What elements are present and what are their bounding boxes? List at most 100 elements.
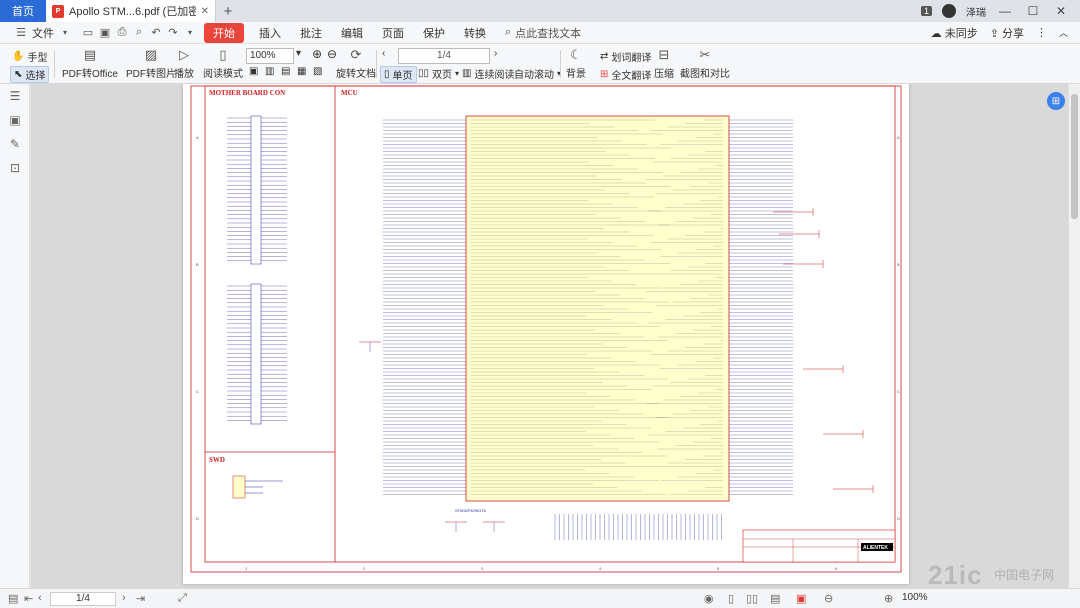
maximize-icon[interactable]: ☐	[1027, 4, 1039, 18]
document-area[interactable]: MOTHER BOARD CON MCU SWD STM32F429IGT6	[31, 84, 1068, 588]
share-button[interactable]: ⇪ 分享	[989, 27, 1024, 40]
tab-home[interactable]: 首页	[0, 0, 46, 22]
translate-selection-button[interactable]: ⇄划词翻译	[600, 51, 652, 64]
print-icon[interactable]: ⎙	[117, 26, 127, 38]
tab-start[interactable]: 开始	[204, 22, 244, 43]
user-name[interactable]: 泽瑞	[966, 7, 986, 19]
fit-icon[interactable]: ⤢	[178, 592, 187, 604]
auto-scroll-button[interactable]: 自动滚动▾	[514, 69, 562, 81]
save-icon[interactable]: ▣	[99, 27, 111, 39]
tab-page[interactable]: 页面	[382, 27, 404, 40]
next-page-icon[interactable]: ›	[494, 48, 498, 59]
image-icon: ▨	[144, 47, 158, 62]
window-count-badge[interactable]: 1	[920, 6, 932, 16]
minimize-icon[interactable]: —	[999, 4, 1011, 18]
column-label: 2	[363, 566, 366, 571]
redo-icon[interactable]: ↷	[168, 27, 178, 39]
zoom-dropdown-icon[interactable]: ▾	[296, 48, 302, 59]
single-view-icon[interactable]: ▯	[728, 593, 735, 605]
new-tab-button[interactable]: +	[223, 2, 233, 20]
page-number-field[interactable]: 1/4	[398, 48, 490, 64]
tab-protect[interactable]: 保护	[423, 27, 445, 40]
status-zoom-level[interactable]: 100%	[902, 592, 928, 603]
background-button[interactable]: ☾ 背景	[566, 47, 586, 80]
tab-document-title: Apollo STM...6.pdf (已加密)	[69, 6, 196, 18]
last-page-icon[interactable]: ⇥	[136, 593, 146, 605]
file-menu-label: 文件	[32, 27, 54, 40]
outline-icon[interactable]: ☰	[9, 89, 21, 103]
preview-icon[interactable]: ⌕	[135, 26, 143, 38]
mcu-chip-body	[465, 115, 730, 502]
more-icon[interactable]: ▾	[187, 28, 192, 37]
column-label: 3	[481, 566, 484, 571]
pdf-to-image-button[interactable]: ▨ PDF转图片	[126, 47, 176, 80]
cursor-icon: ⬉	[14, 69, 23, 80]
pdf-to-office-button[interactable]: ▤ PDF转Office	[62, 47, 118, 80]
tab-edit[interactable]: 编辑	[341, 27, 363, 40]
search-box[interactable]: ⌕ 点此查找文本	[505, 25, 581, 41]
floating-tool-button[interactable]: ⊞	[1047, 92, 1065, 110]
double-view-icon[interactable]: ▯▯	[746, 593, 759, 605]
compress-icon: ⊟	[658, 47, 670, 62]
zoom-out-icon[interactable]: ⊖	[327, 47, 338, 61]
compress-button[interactable]: ⊟ 压缩	[654, 47, 674, 80]
select-tool[interactable]: ⬉选择	[10, 66, 50, 83]
grid-view-icon[interactable]: ▧	[313, 66, 323, 77]
first-page-icon[interactable]: ⇤	[24, 593, 34, 605]
sidebar-toggle-icon[interactable]: ▤	[8, 593, 19, 605]
fit-page-icon[interactable]: ▣	[249, 66, 259, 77]
hand-icon: ✋	[12, 51, 25, 62]
play-icon: ▷	[179, 47, 189, 62]
mother-board-pins	[227, 117, 287, 421]
zoom-in-icon[interactable]: ⊕	[312, 47, 323, 61]
zoom-in-status-icon[interactable]: ⊕	[884, 593, 894, 605]
thumbnail-icon[interactable]: ▦	[297, 66, 307, 77]
undo-icon[interactable]: ↶	[151, 27, 161, 39]
collapse-icon[interactable]: ︿	[1058, 28, 1068, 38]
zoom-out-status-icon[interactable]: ⊖	[824, 593, 834, 605]
bookmark-panel-icon[interactable]: ⊡	[9, 161, 21, 175]
tab-document[interactable]: P Apollo STM...6.pdf (已加密) ✕	[46, 0, 216, 22]
scroll-thumb[interactable]	[1071, 94, 1078, 219]
tab-insert[interactable]: 插入	[259, 27, 281, 40]
prev-page-icon[interactable]: ‹	[382, 48, 386, 59]
continuous-read-button[interactable]: ▥连续阅读	[462, 68, 515, 81]
play-button[interactable]: ▷ 播放	[174, 47, 194, 80]
status-page-field[interactable]: 1/4	[50, 592, 116, 606]
rotate-icon: ⟳	[350, 47, 362, 62]
zoom-field[interactable]: 100%	[246, 48, 294, 64]
search-icon: ⌕	[505, 26, 512, 38]
brand-logo: ALIENTEK	[863, 545, 888, 551]
single-page-button[interactable]: ▯单页	[380, 66, 417, 83]
annotation-panel-icon[interactable]: ✎	[9, 137, 21, 151]
sync-status[interactable]: ☁ 未同步	[930, 27, 978, 40]
fit-width-icon[interactable]: ▥	[265, 66, 275, 77]
more-options-icon[interactable]: ⋮	[1035, 27, 1047, 39]
actual-size-icon[interactable]: ▤	[281, 66, 291, 77]
close-window-icon[interactable]: ✕	[1055, 4, 1067, 18]
mother-board-title: MOTHER BOARD CON	[209, 89, 285, 97]
continuous-icon: ▥	[462, 68, 472, 79]
close-tab-icon[interactable]: ✕	[200, 5, 209, 17]
eye-icon[interactable]: ◉	[704, 593, 714, 605]
next-page-status-icon[interactable]: ›	[122, 592, 126, 604]
book-icon: ▯	[219, 47, 227, 62]
hand-tool[interactable]: ✋手型	[12, 51, 48, 64]
double-page-button[interactable]: ▯▯双页▾	[418, 68, 460, 81]
thumbnail-panel-icon[interactable]: ▣	[9, 113, 21, 127]
vertical-scrollbar[interactable]	[1068, 84, 1080, 588]
read-mode-button[interactable]: ▯ 阅读模式	[203, 47, 243, 80]
screenshot-compare-button[interactable]: ✂ 截图和对比	[680, 47, 730, 80]
prev-page-status-icon[interactable]: ‹	[38, 592, 42, 604]
translate-icon: ⇄	[600, 51, 609, 62]
tab-annotate[interactable]: 批注	[300, 27, 322, 40]
user-avatar[interactable]	[942, 4, 956, 18]
tab-convert[interactable]: 转换	[464, 27, 486, 40]
rotate-button[interactable]: ⟳ 旋转文档	[336, 47, 376, 80]
record-icon[interactable]: ▣	[796, 593, 807, 605]
open-folder-icon[interactable]: ▭	[82, 27, 94, 39]
misc-components	[359, 208, 874, 532]
file-menu[interactable]: ☰ 文件 ▾	[8, 23, 78, 43]
scroll-view-icon[interactable]: ▤	[770, 593, 781, 605]
translate-full-button[interactable]: ⊞全文翻译	[600, 69, 652, 82]
